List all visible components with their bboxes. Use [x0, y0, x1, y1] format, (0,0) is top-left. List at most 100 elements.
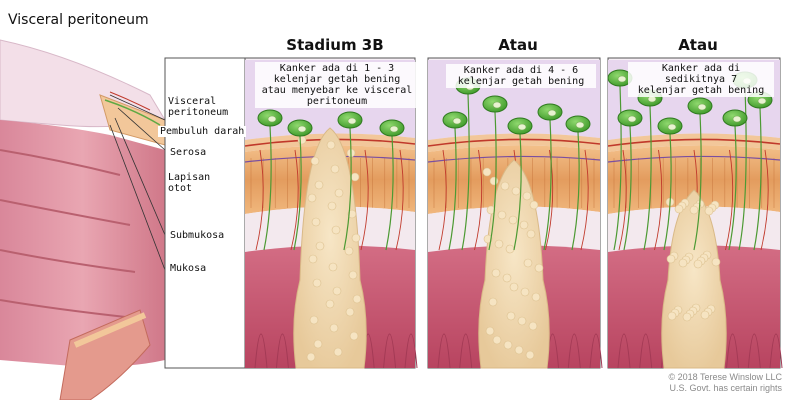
label-serosa: Serosa [170, 147, 207, 158]
tumor-cell [306, 352, 316, 362]
tumor-cell [326, 140, 336, 150]
tumor-cell [509, 282, 519, 292]
mucosal-fold [383, 333, 397, 369]
tumor-cell [483, 234, 493, 244]
tumor-cell [332, 286, 342, 296]
lymph-node-cancer [575, 121, 585, 129]
tumor-cell [344, 246, 354, 256]
lymph-vessel [753, 107, 762, 251]
tumor [293, 127, 367, 369]
tumor-cell [704, 206, 714, 216]
tumor-cell [311, 217, 321, 227]
tumor-cell [503, 340, 513, 350]
blood-vessel [607, 138, 781, 147]
lymph-node-cancer [347, 117, 357, 125]
mucosal-fold [726, 333, 740, 369]
lymph-vessel [728, 125, 737, 251]
blood-vessel-branch [654, 149, 663, 251]
tumor-cell [488, 297, 498, 307]
tumor-cell [310, 156, 320, 166]
panel-caption-3: Kanker ada di sedikitnya 7 kelenjar geta… [628, 62, 774, 97]
tumor-cell [491, 268, 501, 278]
mucosal-fold [275, 333, 289, 369]
tumor-cell [307, 193, 317, 203]
lymph-node-cancer [547, 109, 557, 117]
mucosal-fold [617, 333, 631, 369]
lymph-node-cancer [452, 117, 462, 125]
tumor-cell [297, 135, 307, 145]
tumor-cell [529, 200, 539, 210]
tumor-cell [308, 254, 318, 264]
tumor-cell [314, 180, 324, 190]
tumor-cell [693, 259, 703, 269]
tumor-cell [327, 201, 337, 211]
panel-title-1: Stadium 3B [286, 36, 384, 54]
lymph-node-cancer [517, 123, 527, 131]
lymph-vessel [643, 105, 652, 251]
tumor-cell [689, 205, 699, 215]
label-visceral-peritoneum: Visceral peritoneum [168, 96, 229, 118]
lymph-vessel [693, 113, 702, 251]
tumor-cell [520, 287, 530, 297]
lymph-vessel [448, 127, 457, 251]
colon-cross-section [0, 39, 166, 400]
lymph-vessel [461, 93, 470, 251]
mucosal-fold [747, 333, 761, 369]
tumor-cell [522, 191, 532, 201]
tumor-cell [700, 310, 710, 320]
lymph-vessel [623, 125, 632, 251]
lymph-vessel [385, 135, 394, 251]
lymph-vessel [293, 135, 302, 251]
tumor-cell [511, 186, 521, 196]
mucosal-fold [437, 333, 451, 369]
blood-vessel-branch [760, 149, 769, 251]
tumor-cell [494, 239, 504, 249]
panel-title-2: Atau [498, 36, 538, 54]
tumor-cell [352, 294, 362, 304]
tumor [478, 159, 550, 369]
tumor-cell [517, 316, 527, 326]
label-submucosa: Submukosa [170, 230, 225, 241]
blood-vessel [607, 155, 781, 163]
panel-title-3: Atau [678, 36, 718, 54]
copyright-notice: © 2018 Terese Winslow LLC U.S. Govt. has… [668, 372, 782, 393]
blood-vessel [427, 138, 601, 147]
tumor-cell [666, 254, 676, 264]
tumor-cell [351, 233, 361, 243]
tumor-cell [312, 278, 322, 288]
tumor [661, 189, 727, 369]
tumor-cell [674, 204, 684, 214]
label-blood-vessel: Pembuluh darah [158, 126, 247, 137]
lymph-vessel [738, 87, 747, 251]
tumor-cell [345, 307, 355, 317]
tumor-cell [528, 321, 538, 331]
tumor-cell [328, 262, 338, 272]
blood-vessel-branch [395, 149, 404, 251]
lymph-vessel [488, 111, 497, 251]
tumor-cell [526, 229, 536, 239]
tumor-cell [486, 205, 496, 215]
panel-caption-1: Kanker ada di 1 - 3 kelenjar getah benin… [255, 62, 419, 108]
tumor-cell [331, 225, 341, 235]
tumor-cell [482, 167, 492, 177]
mucosal-fold [769, 333, 783, 369]
tumor-cell [333, 347, 343, 357]
tumor-cell [315, 241, 325, 251]
blood-vessel-branch [474, 149, 483, 251]
tumor-cell [502, 273, 512, 283]
lymph-node-cancer [667, 123, 677, 131]
lymph-vessel [513, 133, 522, 251]
lymph-node-cancer [757, 97, 767, 105]
tumor-cell [330, 164, 340, 174]
lymph-node-cancer [697, 103, 707, 111]
blood-vessel-branch [725, 149, 734, 251]
tumor-cell [667, 311, 677, 321]
tumor-cell [523, 258, 533, 268]
tumor-cell [534, 263, 544, 273]
lymph-vessel [613, 85, 622, 251]
tumor-cell [313, 339, 323, 349]
panel-caption-2: Kanker ada di 4 - 6 kelenjar getah benin… [446, 64, 596, 88]
lymph-vessel [663, 133, 672, 251]
blood-vessel-branch [290, 149, 299, 251]
